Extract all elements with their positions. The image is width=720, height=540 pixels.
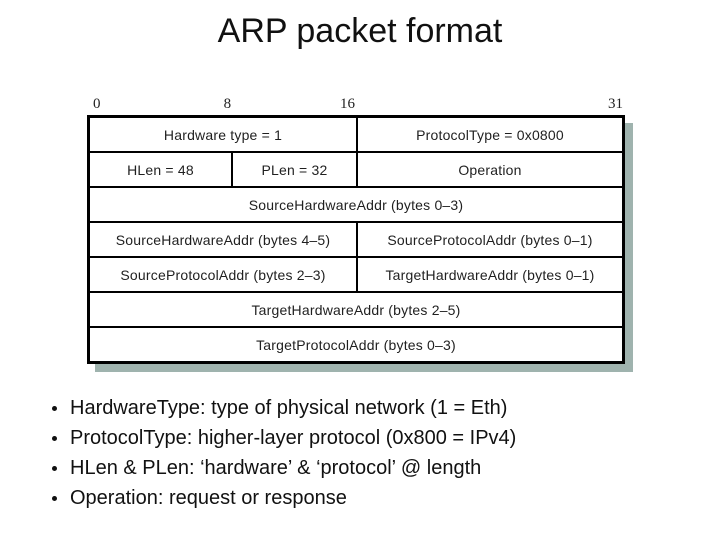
- bit-scale: 0 8 16 31: [87, 93, 625, 115]
- packet-row: SourceHardwareAddr (bytes 0–3): [90, 186, 622, 221]
- field-hardware-type: Hardware type = 1: [163, 126, 283, 143]
- packet-row: SourceHardwareAddr (bytes 4–5) SourcePro…: [90, 221, 622, 256]
- bullet-text-operation: Operation: request or response: [70, 487, 347, 509]
- packet-table: Hardware type = 1 ProtocolType = 0x0800 …: [87, 115, 625, 364]
- bit-label-31: 31: [608, 96, 623, 112]
- list-item: HLen & PLen: ‘hardware’ & ‘protocol’ @ l…: [48, 453, 516, 483]
- bullet-text-protocol-type: ProtocolType: higher-layer protocol (0x8…: [70, 427, 517, 449]
- field-operation: Operation: [355, 153, 622, 186]
- field-target-hardware-addr-2-5: TargetHardwareAddr (bytes 2–5): [251, 301, 461, 318]
- field-source-hardware-addr-0-3: SourceHardwareAddr (bytes 0–3): [248, 196, 464, 213]
- bit-label-8: 8: [223, 96, 232, 112]
- field-hlen: HLen = 48: [127, 161, 194, 178]
- arp-packet-diagram: 0 8 16 31 Hardware type = 1 ProtocolType…: [87, 93, 625, 364]
- bullet-text-hardware-type: HardwareType: type of physical network (…: [70, 397, 508, 419]
- field-source-protocol-addr-0-1: SourceProtocolAddr (bytes 0–1): [356, 223, 622, 256]
- page-title: ARP packet format: [217, 12, 503, 50]
- bullet-dot-icon: [52, 496, 57, 501]
- field-target-hardware-addr-0-1: TargetHardwareAddr (bytes 0–1): [356, 258, 622, 291]
- packet-row: SourceProtocolAddr (bytes 2–3) TargetHar…: [90, 256, 622, 291]
- bullet-list: HardwareType: type of physical network (…: [48, 393, 516, 513]
- bullet-dot-icon: [52, 466, 57, 471]
- list-item: HardwareType: type of physical network (…: [48, 393, 516, 423]
- list-item: Operation: request or response: [48, 483, 516, 513]
- packet-row: TargetProtocolAddr (bytes 0–3): [90, 326, 622, 361]
- bullet-dot-icon: [52, 436, 57, 441]
- bullet-dot-icon: [52, 406, 57, 411]
- bit-label-16: 16: [340, 96, 355, 112]
- field-protocol-type: ProtocolType = 0x0800: [356, 118, 622, 151]
- list-item: ProtocolType: higher-layer protocol (0x8…: [48, 423, 516, 453]
- bit-label-0: 0: [93, 96, 101, 112]
- field-source-protocol-addr-2-3: SourceProtocolAddr (bytes 2–3): [120, 266, 326, 283]
- packet-row: TargetHardwareAddr (bytes 2–5): [90, 291, 622, 326]
- packet-row: Hardware type = 1 ProtocolType = 0x0800: [90, 118, 622, 151]
- bullet-text-hlen-plen: HLen & PLen: ‘hardware’ & ‘protocol’ @ l…: [70, 457, 482, 479]
- packet-row: HLen = 48 PLen = 32 Operation: [90, 151, 622, 186]
- field-source-hardware-addr-4-5: SourceHardwareAddr (bytes 4–5): [115, 231, 331, 248]
- field-plen: PLen = 32: [230, 153, 356, 186]
- field-target-protocol-addr-0-3: TargetProtocolAddr (bytes 0–3): [256, 336, 456, 353]
